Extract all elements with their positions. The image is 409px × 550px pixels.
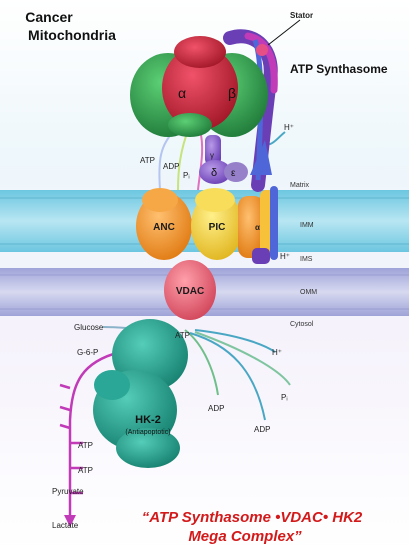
fo-ring <box>238 186 278 264</box>
label-matrix: Matrix <box>290 182 310 189</box>
title-line1: Cancer <box>25 9 73 25</box>
label-hk2: HK-2 <box>135 414 161 426</box>
label-lactate: Lactate <box>52 521 79 530</box>
label-atp-matrix: ATP <box>140 156 155 165</box>
glycolysis-arrow <box>59 350 121 527</box>
label-pi-matrix: Pᵢ <box>183 171 190 180</box>
label-pyruvate: Pyruvate <box>52 487 84 496</box>
title-line2: Mitochondria <box>28 27 116 43</box>
label-glucose: Glucose <box>74 323 104 332</box>
f1-head <box>130 36 268 137</box>
label-hplus-ims: H⁺ <box>280 252 290 261</box>
label-pic: PIC <box>209 222 226 233</box>
label-hplus-top: H⁺ <box>284 123 294 132</box>
label-alpha: α <box>178 85 186 101</box>
hk2-enzyme <box>93 319 188 468</box>
label-atp-synthasome: ATP Synthasome <box>290 62 388 76</box>
label-beta: β <box>228 85 236 101</box>
label-cytosol: Cytosol <box>290 321 314 328</box>
label-epsilon: ε <box>231 168 236 179</box>
label-gamma: γ <box>210 151 214 160</box>
vdac-channel <box>164 260 216 320</box>
label-adp-cyto2: ADP <box>254 425 270 434</box>
alpha-top <box>174 36 226 68</box>
label-adp-matrix: ADP <box>163 162 179 171</box>
cytosol-arrows <box>102 326 291 421</box>
caption: “ATP Synthasome •VDAC• HK2 Mega Complex” <box>142 509 363 545</box>
label-stator: Stator <box>290 11 313 20</box>
label-imm: IMM <box>300 222 314 229</box>
label-atp-gly2: ATP <box>78 466 93 475</box>
label-alpha-c: α <box>255 223 260 232</box>
alpha-subunit-red <box>162 46 238 130</box>
label-adp-cyto1: ADP <box>208 404 224 413</box>
label-anc: ANC <box>153 222 175 233</box>
label-hk2-sub: (Antiapoptotic) <box>125 429 170 436</box>
pic-transporter <box>191 188 243 260</box>
caption-line2: Mega Complex” <box>188 528 302 545</box>
label-atp-gly1: ATP <box>78 441 93 450</box>
label-pi-cyto: Pᵢ <box>281 393 288 402</box>
label-omm: OMM <box>300 289 317 296</box>
beta-bottom <box>168 113 212 137</box>
label-g6p: G-6-P <box>77 348 98 357</box>
label-delta: δ <box>211 167 217 179</box>
label-atp-cyto: ATP <box>175 331 190 340</box>
central-stalk <box>199 135 272 184</box>
label-vdac: VDAC <box>176 286 204 297</box>
label-ims: IMS <box>300 256 313 263</box>
caption-line1: “ATP Synthasome •VDAC• HK2 <box>142 509 363 526</box>
label-hplus-cyto: H⁺ <box>272 348 282 357</box>
anc-transporter <box>136 188 192 260</box>
labels: Cancer Mitochondria Stator ATP Synthasom… <box>25 9 388 530</box>
